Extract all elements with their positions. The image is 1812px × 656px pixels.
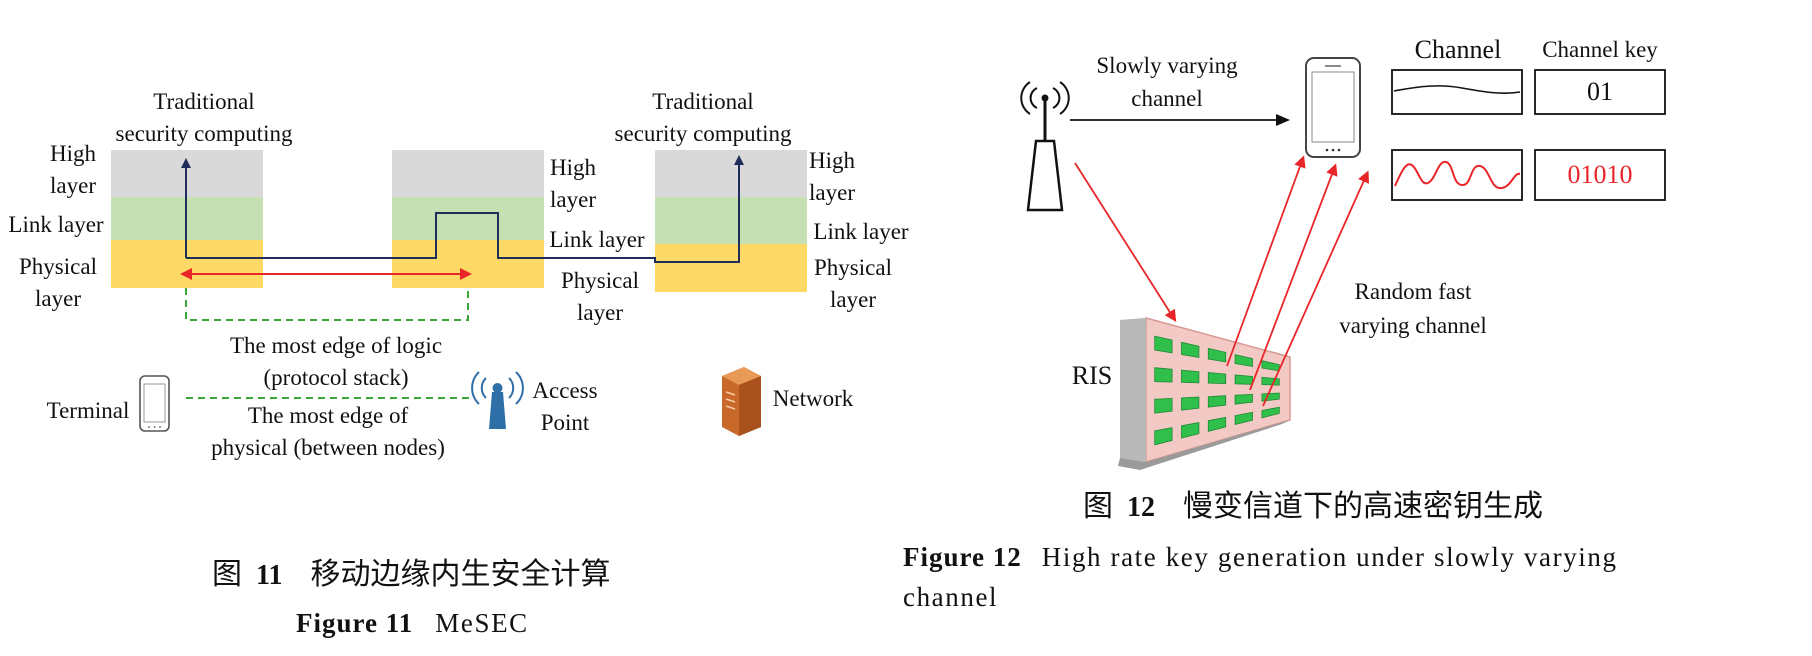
receiver-smartphone-icon [1305,57,1361,158]
ris-element-cell [1154,397,1173,414]
edge-physical-label-line2: physical (between nodes) [211,435,445,460]
ris-element-cell [1154,367,1173,383]
figure-12-caption-cn: 图 12 慢变信道下的高速密钥生成 [1083,489,1543,524]
left-top-label-line2: security computing [116,121,293,146]
figure-12-cn-title: 慢变信道下的高速密钥生成 [1183,489,1543,524]
figure-11-mesec-diagram: Traditional security computing Tradition… [8,89,908,638]
antenna-tower-icon [1020,81,1070,212]
figure-12-cn-prefix: 图 [1083,489,1113,524]
edge-physical-label-line1: The most edge of [248,403,409,428]
access-point-label-line1: Access [532,378,597,403]
ris-element-cell [1207,416,1227,432]
mid-high-label-line1: High [550,155,597,180]
right-high-label-line2: layer [809,180,855,205]
figure-12-en-title-line1: High rate key generation under slowly va… [1042,542,1618,572]
left-physical-label-line1: Physical [19,254,97,279]
edge-logic-label-line2: (protocol stack) [264,365,409,390]
left-high-label-line1: High [50,141,97,166]
fast-key-value: 01010 [1568,160,1633,189]
figure-11-cn-prefix: 图 [212,557,242,592]
ris-element-cell [1234,411,1253,426]
figure-11-number: 11 [256,560,282,591]
left-physical-label-line2: layer [35,286,81,311]
figure-11-caption-cn: 图 11 移动边缘内生安全计算 [212,557,610,592]
slow-channel-waveform-box [1391,69,1523,115]
ris-element-cell [1261,406,1280,419]
fast-key-box [1534,149,1666,201]
mid-physical-label-line2: layer [577,300,623,325]
left-link-label: Link layer [8,212,103,237]
ris-element-cell [1154,427,1173,446]
ris-reflect-arrow-2 [1249,163,1338,391]
figure-11-en-prefix: Figure 11 [296,608,413,638]
right-layer-stack [655,150,807,292]
ris-reflect-arrow-1 [1226,155,1306,367]
right-physical-layer-block [655,244,807,292]
ris-element-cell [1234,354,1253,367]
mid-link-label: Link layer [549,227,644,252]
access-point-icon [471,371,524,429]
figure-12-en-prefix: Figure 12 [903,542,1022,572]
ris-element-cell [1261,376,1280,386]
logic-edge-bracket [185,288,469,321]
figure-11-en-title: MeSEC [435,608,529,638]
left-high-label-line2: layer [50,173,96,198]
right-link-label: Link layer [813,219,908,244]
fast-channel-waveform-box [1391,149,1523,201]
ris-label: RIS [1072,361,1112,390]
figure-12-en-title-line2: channel [903,582,998,612]
right-top-label-line1: Traditional [652,89,753,114]
access-point-label-line2: Point [541,410,590,435]
slow-channel-label-line2: channel [1131,86,1203,111]
mid-physical-layer-block [392,240,544,288]
slow-channel-label-line1: Slowly varying [1096,53,1238,78]
ris-element-cell [1181,422,1200,439]
left-top-label-line1: Traditional [153,89,254,114]
ris-element-cell [1181,369,1200,384]
ris-element-cell [1181,341,1200,358]
fast-channel-label-line1: Random fast [1355,279,1473,304]
mid-physical-label-line1: Physical [561,268,639,293]
ris-reflect-arrow-3 [1262,170,1370,407]
ris-element-cell [1207,347,1227,363]
tower-to-ris-arrow [1074,162,1177,323]
channel-header: Channel [1415,35,1502,64]
mid-high-layer-block [392,150,544,197]
slow-key-box [1534,69,1666,115]
channel-key-header: Channel key [1542,37,1658,62]
fast-channel-label-line2: varying channel [1339,313,1487,338]
ris-element-cell [1154,335,1173,354]
right-high-label-line1: High [809,148,856,173]
network-label: Network [773,386,854,411]
figure-11-caption-en: Figure 11 MeSEC [296,608,529,638]
ris-element-cell [1181,396,1200,411]
cross-layer-path-line [186,155,744,263]
figure-12-key-generation-diagram: Slowly varying channel Channel Channel k… [903,35,1666,612]
smartphone-icon [139,375,170,432]
ris-element-cell [1234,374,1253,385]
mid-link-layer-block [392,197,544,240]
mid-high-label-line2: layer [550,187,596,212]
ris-element-cell [1234,393,1253,405]
right-physical-label-line2: layer [830,287,876,312]
right-physical-label-line1: Physical [814,255,892,280]
ris-element-cell [1207,395,1227,408]
terminal-label: Terminal [47,398,130,423]
figure-12-number: 12 [1127,492,1155,523]
figure-12-caption-en-line1: Figure 12 High rate key generation under… [903,542,1618,572]
slow-key-value: 01 [1587,77,1613,106]
server-icon [722,367,761,436]
edge-logic-label-line1: The most edge of logic [230,333,442,358]
figure-11-cn-title: 移动边缘内生安全计算 [310,557,610,592]
slow-channel-waveform [1393,85,1521,95]
middle-layer-stack [392,150,544,288]
right-link-layer-block [655,197,807,244]
ris-element-cell [1207,372,1227,385]
right-top-label-line2: security computing [615,121,792,146]
ris-element-grid [1154,335,1280,446]
right-high-layer-block [655,150,807,197]
fast-channel-waveform [1394,160,1521,190]
